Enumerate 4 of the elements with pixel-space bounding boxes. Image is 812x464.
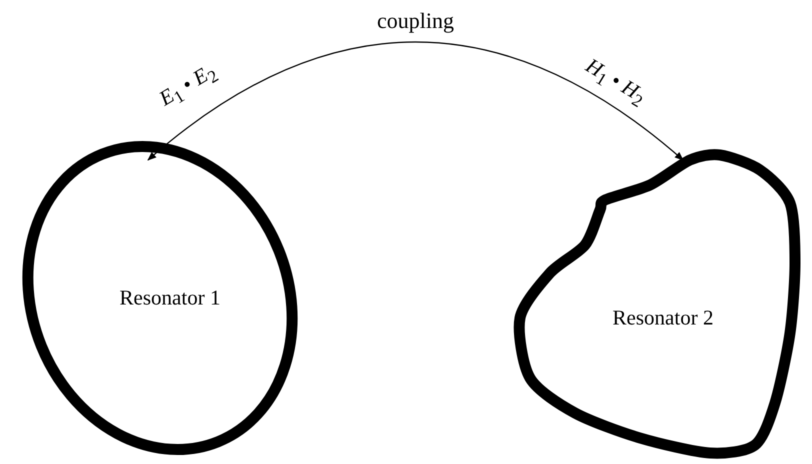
resonator-label: Resonator 2 <box>612 306 714 330</box>
edge-label: coupling <box>375 10 456 32</box>
resonator-label: Resonator 1 <box>120 286 220 310</box>
coupling-arrow <box>147 42 684 161</box>
